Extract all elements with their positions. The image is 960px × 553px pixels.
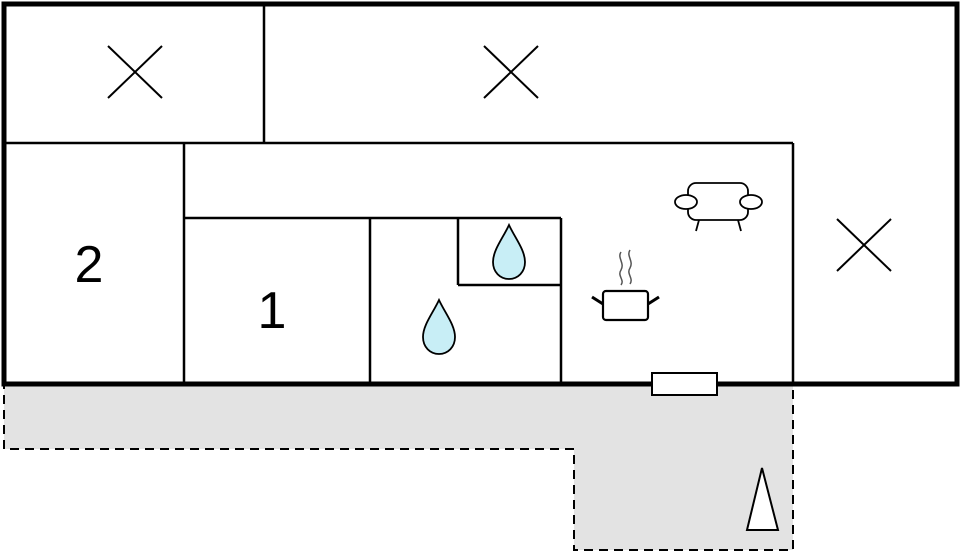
cross-mark-icon xyxy=(107,45,163,99)
cooking-pot-icon xyxy=(591,249,660,322)
room-label-2: 2 xyxy=(75,236,104,294)
interior-walls xyxy=(4,4,795,384)
water-drop-icon xyxy=(422,297,456,355)
room-label-1: 1 xyxy=(258,282,287,340)
cross-mark-icon xyxy=(836,218,892,272)
water-drop-icon xyxy=(492,222,526,280)
window-icon xyxy=(651,372,718,396)
cross-mark-icon xyxy=(483,45,539,99)
terrace-area xyxy=(3,383,794,551)
sofa-icon xyxy=(674,182,763,232)
compass-north-icon xyxy=(745,467,780,531)
outer-wall xyxy=(1,1,960,387)
